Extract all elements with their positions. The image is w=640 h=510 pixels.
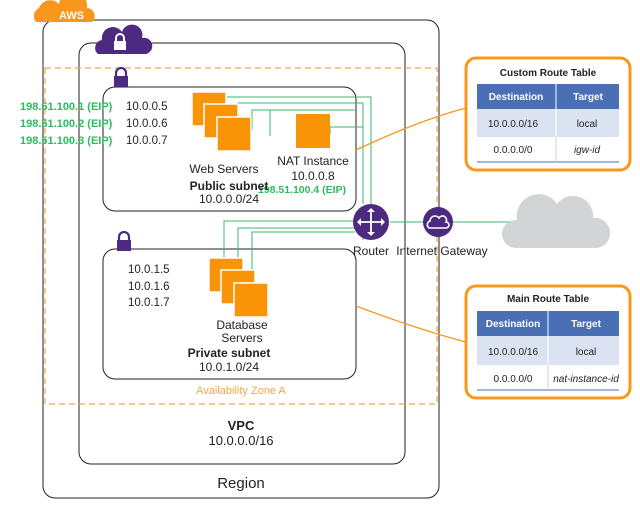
database-servers-label-line1: Database [216,318,268,332]
nat-instance-ip: 10.0.0.8 [291,169,335,183]
public-subnet-cidr: 10.0.0.0/24 [199,192,259,206]
custom-route-table-row-1-target: local [577,119,598,130]
region-box [42,19,440,499]
public-subnet-lock-icon [114,66,128,87]
public-subnet-box [102,86,357,212]
database-ip-2: 10.0.1.6 [128,281,170,293]
database-servers-label-line2: Servers [221,331,262,345]
main-route-table-header-target: Target [571,319,601,330]
vpc-cidr: 10.0.0.0/16 [208,433,273,448]
internet-cloud-icon [501,194,611,248]
main-route-table-row-2-destination: 0.0.0.0/0 [494,374,533,385]
web-server-ip-3: 10.0.0.7 [126,135,168,147]
nat-instance [296,114,330,148]
private-subnet-lock-icon [117,230,131,251]
nat-instance-eip: 198.51.100.4 (EIP) [258,184,346,196]
main-route-table-row-2-target: nat-instance-id [553,374,619,385]
database-server-instances [208,257,269,318]
vpc-title: VPC [228,418,255,433]
custom-route-table: Custom Route Table Destination Target 10… [464,56,632,172]
main-route-table-header-destination: Destination [486,319,540,330]
private-subnet-title: Private subnet [188,346,271,360]
web-server-eip-1: 198.51.100.1 (EIP) [20,101,113,113]
custom-route-table-row-2-target: igw-id [574,145,601,156]
private-subnet-box [102,248,357,380]
custom-route-table-connector [355,107,467,151]
web-server-ip-2: 10.0.0.6 [126,118,168,130]
custom-route-table-header-target: Target [573,92,603,103]
vpc-box [78,42,406,465]
web-server-ip-1: 10.0.0.5 [126,101,168,113]
main-route-table-connector [355,305,467,343]
web-servers-label: Web Servers [189,162,258,176]
nat-instance-label: NAT Instance [277,154,349,168]
public-subnet-title: Public subnet [190,179,269,193]
main-route-table: Main Route Table Destination Target 10.0… [464,284,632,400]
internet-gateway-label: Internet Gateway [396,244,487,258]
web-server-eip-2: 198.51.100.2 (EIP) [20,118,113,130]
router-label: Router [353,244,389,258]
web-server-eip-3: 198.51.100.3 (EIP) [20,135,113,147]
aws-label: AWS [59,10,84,22]
database-ip-3: 10.0.1.7 [128,297,170,309]
database-instance-3 [233,282,269,318]
custom-route-table-row-1-destination: 10.0.0.0/16 [488,119,538,130]
web-server-instances [191,91,252,152]
web-server-instance-3 [216,116,252,152]
private-subnet-cidr: 10.0.1.0/24 [199,360,259,374]
custom-route-table-header-destination: Destination [489,92,543,103]
main-route-table-title: Main Route Table [507,294,589,305]
region-label: Region [217,475,265,492]
database-ip-1: 10.0.1.5 [128,264,170,276]
internet-gateway-icon [423,207,453,237]
main-route-table-row-1-target: local [576,347,597,358]
router-icon [353,204,389,240]
custom-route-table-row-2-destination: 0.0.0.0/0 [494,145,533,156]
custom-route-table-title: Custom Route Table [500,68,597,79]
vpc-cloud-lock-icon [95,24,153,54]
aws-cloud-icon [33,0,95,22]
main-route-table-row-1-destination: 10.0.0.0/16 [488,347,538,358]
availability-zone-label: Availability Zone A [196,385,286,397]
